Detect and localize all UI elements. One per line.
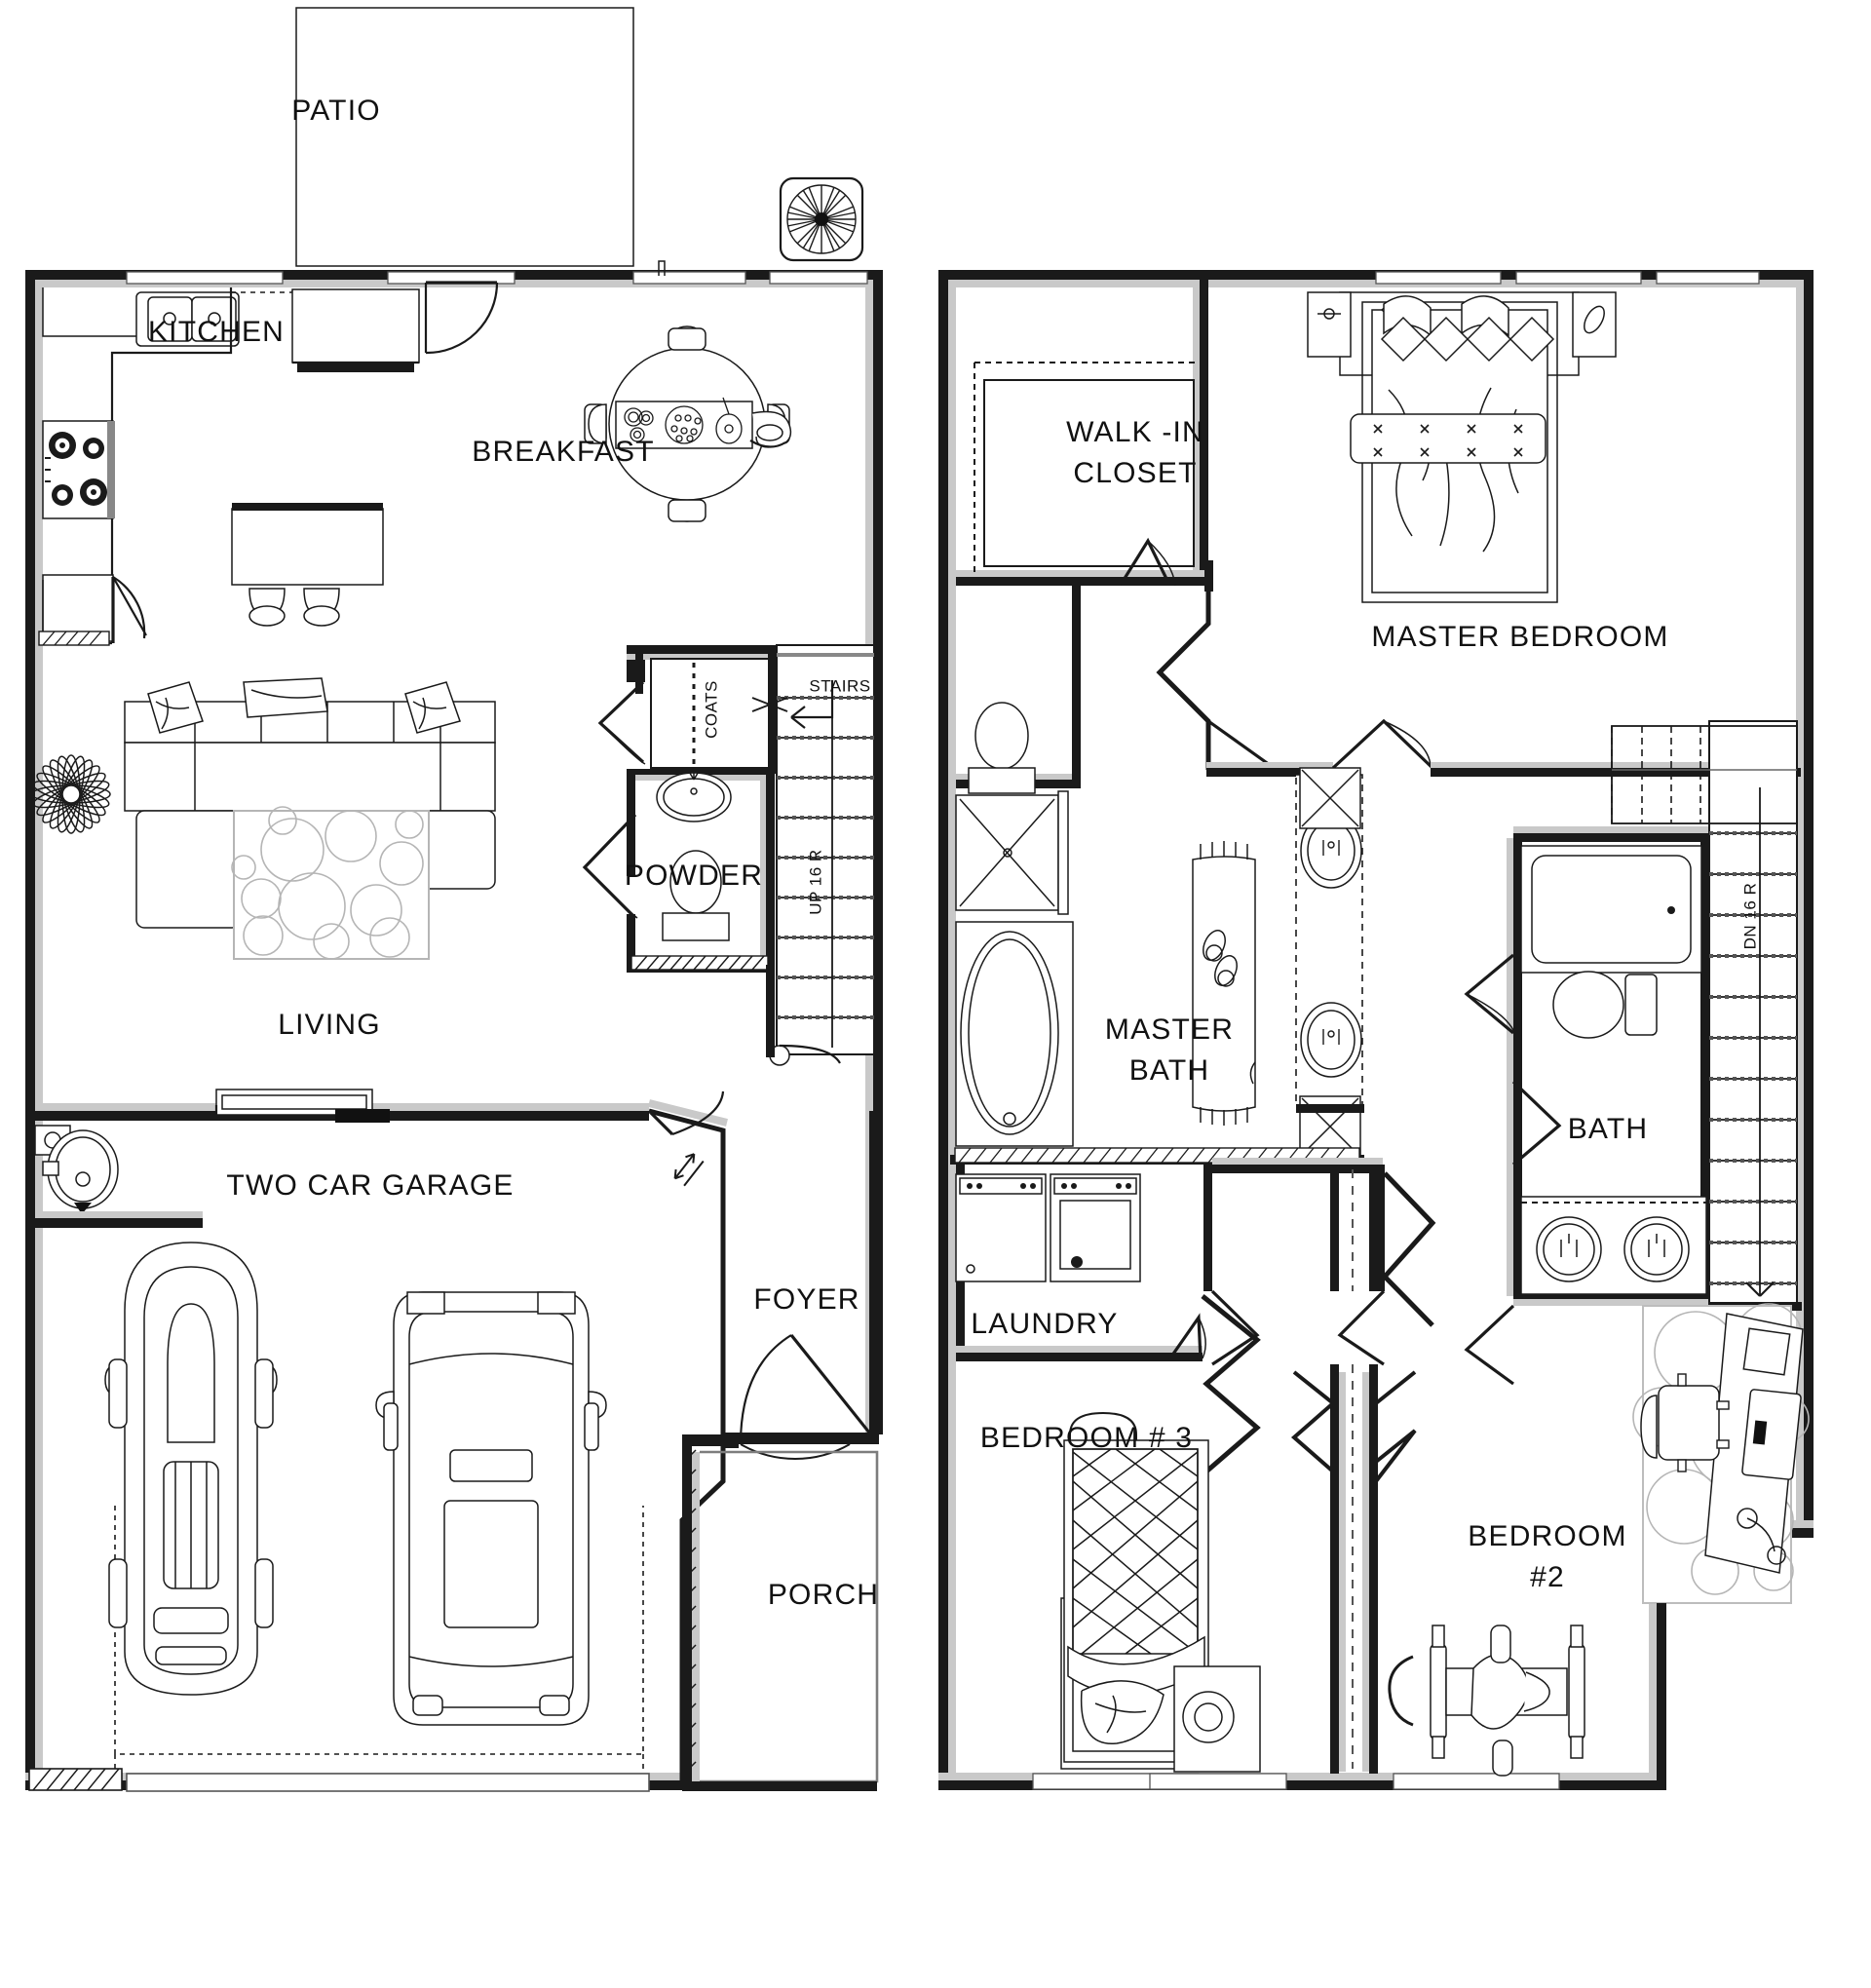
ceiling-fan-icon	[779, 176, 864, 262]
stair-run	[751, 644, 875, 1066]
car-suv	[375, 1291, 607, 1726]
closet-shelf	[974, 362, 1201, 573]
kitchen-island	[231, 503, 384, 627]
powder-and-coats	[582, 645, 777, 973]
car-sedan	[104, 1242, 278, 1696]
kitchen-sink-icon	[147, 296, 237, 342]
washer-icon	[955, 1173, 1047, 1282]
exercise-bench	[1388, 1625, 1585, 1777]
room-label-breakfast: BREAKFAST	[472, 436, 655, 468]
patio-door	[424, 281, 499, 355]
hall-bath	[1464, 826, 1709, 1386]
throw-pillow	[147, 677, 461, 734]
room-label-powder: POWDER	[625, 860, 763, 892]
garage-walls	[34, 1089, 728, 1790]
room-label-kitchen: KITCHEN	[148, 316, 285, 348]
foyer-area	[679, 1111, 879, 1790]
room-label-walkin-2: CLOSET	[1073, 457, 1197, 489]
porch-area	[682, 1444, 879, 1791]
nightstand	[1307, 291, 1617, 358]
slippers-icon	[1203, 930, 1238, 987]
room-label-walkin-1: WALK -IN	[1066, 416, 1204, 448]
master-bedroom	[1156, 291, 1801, 777]
twin-bed	[1060, 1411, 1261, 1773]
sectional-sofa	[124, 677, 496, 960]
shower-stall-icon	[955, 790, 1069, 915]
room-label-bedroom2-1: BEDROOM	[1468, 1520, 1626, 1552]
powder-sink-icon	[656, 768, 732, 822]
garage-door	[126, 1773, 650, 1792]
first-floor-windows	[126, 260, 868, 285]
bath-vanity-sink	[1520, 1196, 1707, 1295]
plant-icon	[31, 754, 111, 834]
room-label-living: LIVING	[278, 1009, 381, 1041]
bar-stool	[248, 588, 340, 627]
room-label-dn16r: DN 16 R	[1740, 883, 1759, 950]
first-floor-plan: PATIO KITCHEN BREAKFAST COATS STAIRS UP …	[25, 7, 883, 1792]
room-label-laundry: LAUNDRY	[971, 1308, 1118, 1340]
walk-in-closet	[956, 280, 1208, 587]
room-label-bath: BATH	[1568, 1113, 1649, 1145]
room-label-garage: TWO CAR GARAGE	[226, 1169, 514, 1202]
room-label-bedroom2-2: #2	[1530, 1561, 1565, 1593]
second-floor-windows	[1032, 271, 1760, 1790]
range-cooktop-icon	[42, 420, 115, 519]
soaking-tub	[955, 921, 1074, 1147]
bed-pillows	[1380, 295, 1555, 363]
area-rug	[231, 806, 430, 960]
room-label-up16r: UP 16 R	[806, 849, 824, 914]
hallway	[1201, 1158, 1436, 1774]
garage-parking-outline	[114, 1506, 644, 1774]
water-closet-toilet	[968, 702, 1036, 794]
room-label-foyer: FOYER	[753, 1283, 859, 1316]
dryer-icon	[1050, 1173, 1141, 1282]
desk	[1704, 1313, 1804, 1574]
bathtub	[1520, 845, 1702, 974]
second-floor-plan: WALK -IN CLOSET MASTER BEDROOM MASTER BA…	[938, 270, 1814, 1790]
room-label-stairs: STAIRS	[809, 676, 870, 695]
water-heater-icon	[42, 1129, 119, 1214]
room-label-patio: PATIO	[291, 95, 381, 127]
room-label-porch: PORCH	[768, 1579, 879, 1611]
dining-table-round	[584, 325, 792, 522]
bedroom-3	[1060, 1411, 1261, 1773]
room-label-master-bath-1: MASTER	[1105, 1013, 1234, 1046]
powder-toilet-icon	[662, 850, 730, 941]
bath-rug	[1192, 841, 1256, 1126]
room-label-master-bath-2: BATH	[1129, 1054, 1210, 1087]
room-label-coats: COATS	[702, 680, 720, 739]
bath-toilet-icon	[1552, 971, 1658, 1039]
room-label-master-bedroom: MASTER BEDROOM	[1371, 621, 1668, 653]
room-label-bedroom3: BEDROOM # 3	[980, 1422, 1193, 1454]
desk-chair	[1640, 1373, 1730, 1472]
kitchen-counters	[38, 287, 420, 646]
master-bath	[950, 585, 1364, 1165]
bench	[1350, 413, 1546, 464]
laundry-room	[955, 1165, 1206, 1361]
bedroom-2	[1388, 1303, 1810, 1788]
master-vanity-sink	[1295, 774, 1363, 1107]
patio-area	[295, 7, 634, 267]
